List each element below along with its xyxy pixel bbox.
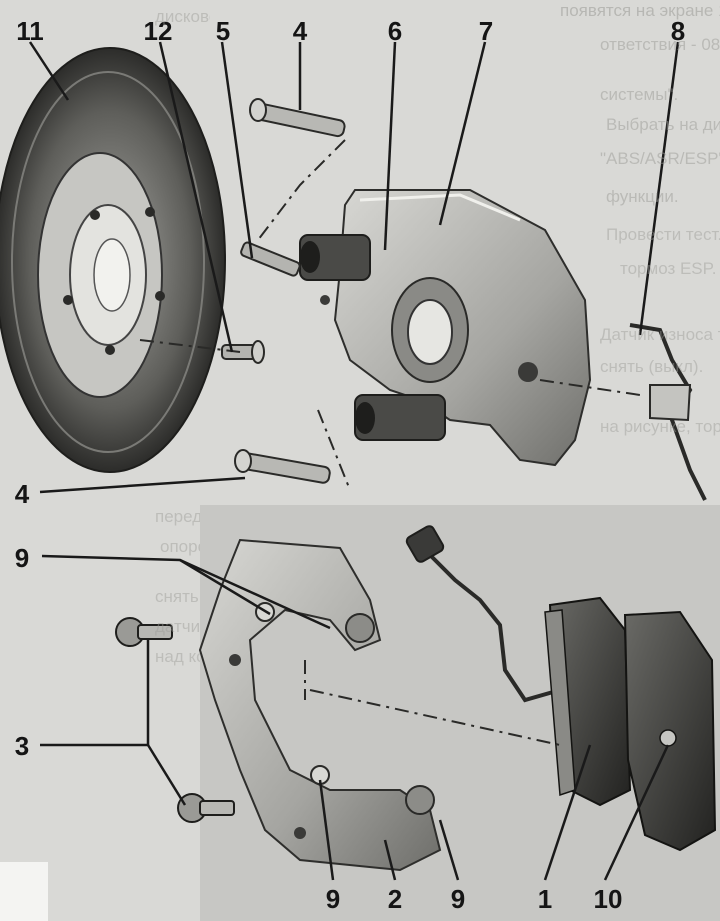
callout-4-top: 4 [293, 16, 308, 46]
callout-11: 11 [16, 16, 44, 46]
guide-bolt-bottom [234, 449, 331, 484]
bleed-valve [240, 241, 330, 305]
callout-4-bottom: 4 [15, 479, 30, 509]
carrier-bolt-upper [115, 617, 173, 647]
callout-7: 7 [479, 16, 493, 46]
background-text-line-9: Датчик износа тормозной колодки [600, 325, 720, 344]
background-text-line-4: Выбрать на дисплее функции поиска [606, 115, 720, 134]
background-text-line-14: опорожнить... [160, 537, 200, 556]
callout-labels: 11 12 5 4 6 7 8 4 9 3 9 2 9 1 10 [15, 16, 685, 914]
background-text-line-16: датчик износа [155, 617, 200, 636]
carrier-bolt-lower [177, 793, 235, 823]
guide-bolt-top [249, 98, 346, 138]
background-text-line-2: ответствия - 08 "Электронные тормоза" [600, 35, 720, 54]
caliper-carrier-bracket [198, 538, 442, 872]
background-text-line-15: снять внутренней [155, 587, 200, 606]
background-text-line-6: функции. [606, 187, 679, 206]
background-text-line-12: дискового тормоза ... [155, 7, 210, 26]
callout-6: 6 [388, 16, 402, 46]
callout-10: 10 [594, 884, 623, 914]
background-text-line-3: системы". [600, 85, 679, 104]
corner-white-patch [0, 862, 48, 921]
callout-9-bottom-left: 9 [326, 884, 340, 914]
background-text-line-5: "ABS/ASR/ESP", "ABS", Вкл "ABS/ASR/ESP" [600, 149, 720, 168]
background-text-line-10: снять (выкл). [600, 357, 704, 376]
callout-9-bottom-right: 9 [451, 884, 465, 914]
callout-2: 2 [388, 884, 402, 914]
background-text-line-17: над колодкой [155, 647, 200, 666]
background-text-line-13: переднего [155, 507, 200, 526]
callout-3: 3 [15, 731, 29, 761]
background-text-line-1: появятся на экране 101 "Системы бывших" [560, 1, 720, 20]
callout-8: 8 [671, 16, 685, 46]
caliper-housing [299, 189, 592, 467]
alignment-lines [139, 139, 641, 746]
callout-5: 5 [216, 16, 230, 46]
brake-pad-inner [544, 596, 632, 807]
brake-disc [0, 47, 226, 473]
leader-lines [28, 41, 680, 881]
callout-1: 1 [538, 884, 552, 914]
disc-retaining-screw [221, 340, 265, 364]
background-text-line-8: тормоз ESP. [620, 259, 717, 278]
background-text-line-7: Провести тест... [606, 225, 720, 244]
callout-9-left: 9 [15, 543, 29, 573]
background-text-line-11: на рисунке, тормоз спереди [600, 417, 720, 436]
callout-12: 12 [144, 16, 173, 46]
